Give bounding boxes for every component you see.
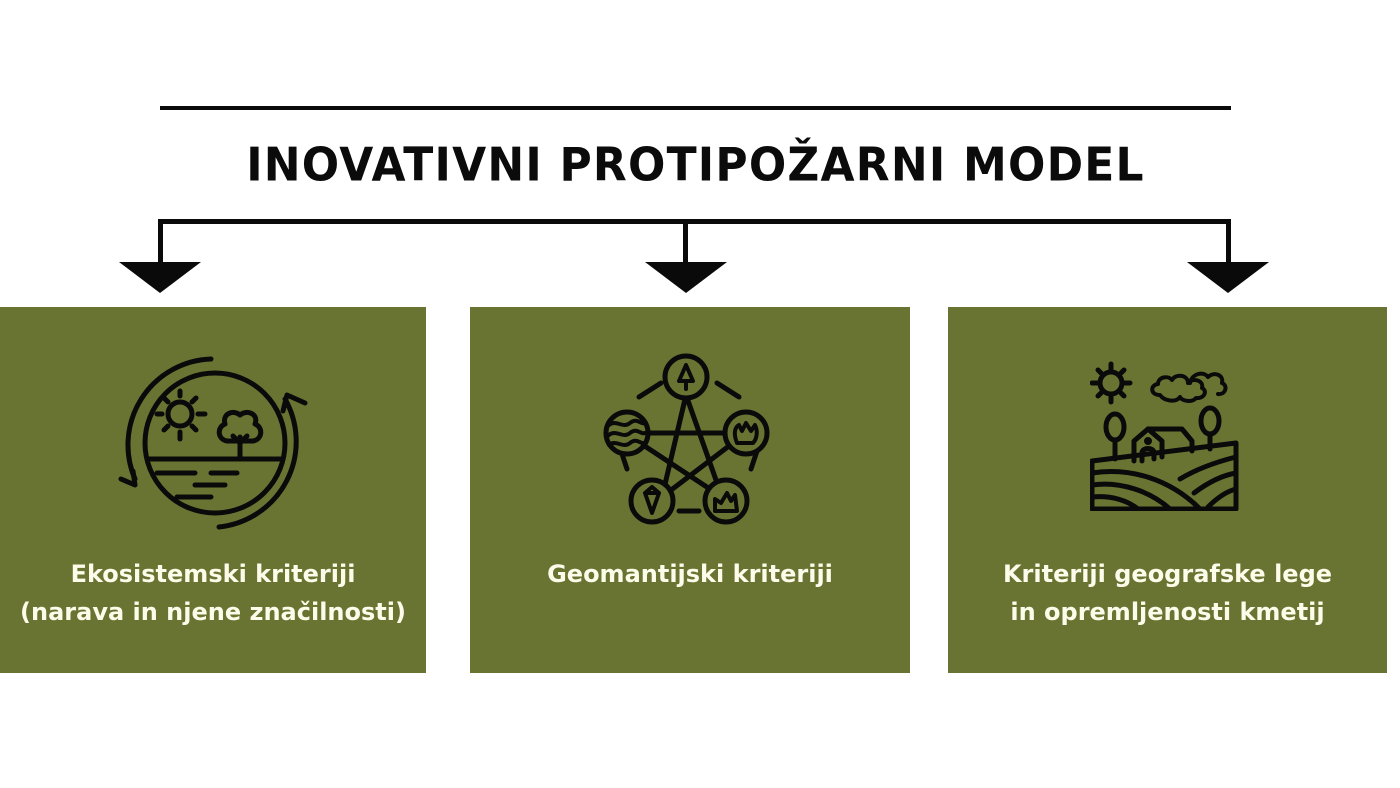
arrow-down-icon <box>1187 262 1269 293</box>
criteria-label-line1: Geomantijski kriteriji <box>547 560 833 588</box>
criteria-box-ecosystem: Ekosistemski kriteriji (narava in njene … <box>0 307 426 673</box>
connector-right <box>1226 219 1231 265</box>
geomancy-pentagram-icon <box>601 351 777 527</box>
connector-horizontal <box>158 219 1231 224</box>
criteria-label-line1: Kriteriji geografske lege <box>1002 560 1333 588</box>
criteria-label-line1: Ekosistemski kriteriji <box>70 560 356 588</box>
criteria-label-line2: in opremljenosti kmetij <box>1010 598 1325 626</box>
criteria-box-geomancy: Geomantijski kriteriji <box>470 307 910 673</box>
criteria-label-line2: (narava in njene značilnosti) <box>20 598 406 626</box>
ecosystem-cycle-icon <box>115 351 311 533</box>
connector-left <box>158 219 163 265</box>
arrow-down-icon <box>645 262 727 293</box>
arrow-down-icon <box>119 262 201 293</box>
top-rule <box>160 106 1231 110</box>
diagram-title: INOVATIVNI PROTIPOŽARNI MODEL <box>246 138 1145 193</box>
connector-middle <box>683 219 688 265</box>
criteria-box-geography: Kriteriji geografske lege in opremljenos… <box>948 307 1387 673</box>
farm-landscape-icon <box>1090 361 1240 511</box>
